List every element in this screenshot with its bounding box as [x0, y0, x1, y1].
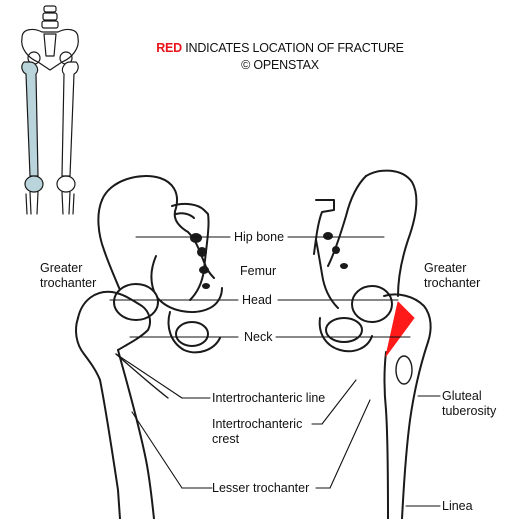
label-neck: Neck	[242, 330, 274, 345]
label-greater-trochanter-left: Greater trochanter	[40, 261, 110, 291]
credit-line: © OPENSTAX	[150, 57, 410, 74]
label-head: Head	[240, 293, 274, 308]
title-rest: INDICATES LOCATION OF FRACTURE	[182, 41, 404, 55]
label-linea: Linea	[442, 499, 473, 514]
label-hip-bone: Hip bone	[232, 230, 286, 245]
diagram-title: RED INDICATES LOCATION OF FRACTURE © OPE…	[150, 40, 410, 74]
inset-skeleton	[22, 6, 79, 214]
label-femur: Femur	[240, 264, 276, 279]
title-highlight: RED	[156, 41, 182, 55]
posterior-view	[314, 171, 431, 519]
anterior-view	[76, 176, 222, 519]
highlighted-femur	[22, 62, 38, 176]
label-intertrochanteric-crest: Intertrochanteric crest	[212, 417, 312, 447]
title-line: RED INDICATES LOCATION OF FRACTURE	[150, 40, 410, 57]
label-lesser-trochanter: Lesser trochanter	[212, 481, 309, 496]
label-gluteal-tuberosity: Gluteal tuberosity	[442, 389, 504, 419]
label-greater-trochanter-right: Greater trochanter	[424, 261, 494, 291]
label-intertrochanteric-line: Intertrochanteric line	[212, 391, 325, 406]
